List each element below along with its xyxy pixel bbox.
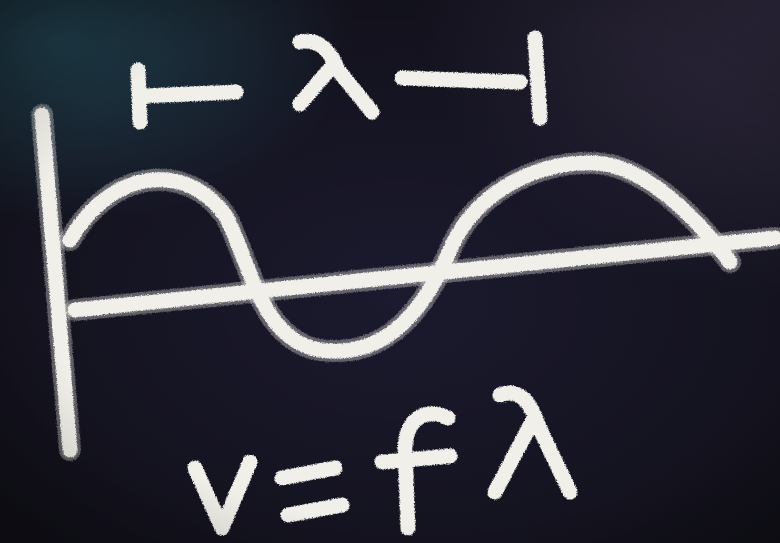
- wavelength-lambda-glyph: [292, 33, 380, 120]
- bracket-right-tick: [527, 30, 548, 126]
- equation-f: [397, 406, 456, 536]
- bracket-left-line: [134, 84, 244, 104]
- sine-wave: [62, 155, 738, 359]
- vertical-axis: [34, 107, 78, 458]
- equation-equals-bottom: [280, 497, 350, 523]
- equation-v: [187, 454, 258, 536]
- wavelength-bracket: [130, 30, 548, 130]
- equation-equals-top: [274, 460, 343, 486]
- bracket-right-line: [394, 70, 528, 90]
- horizontal-axis: [67, 230, 780, 318]
- equation-glyphs: [187, 385, 578, 536]
